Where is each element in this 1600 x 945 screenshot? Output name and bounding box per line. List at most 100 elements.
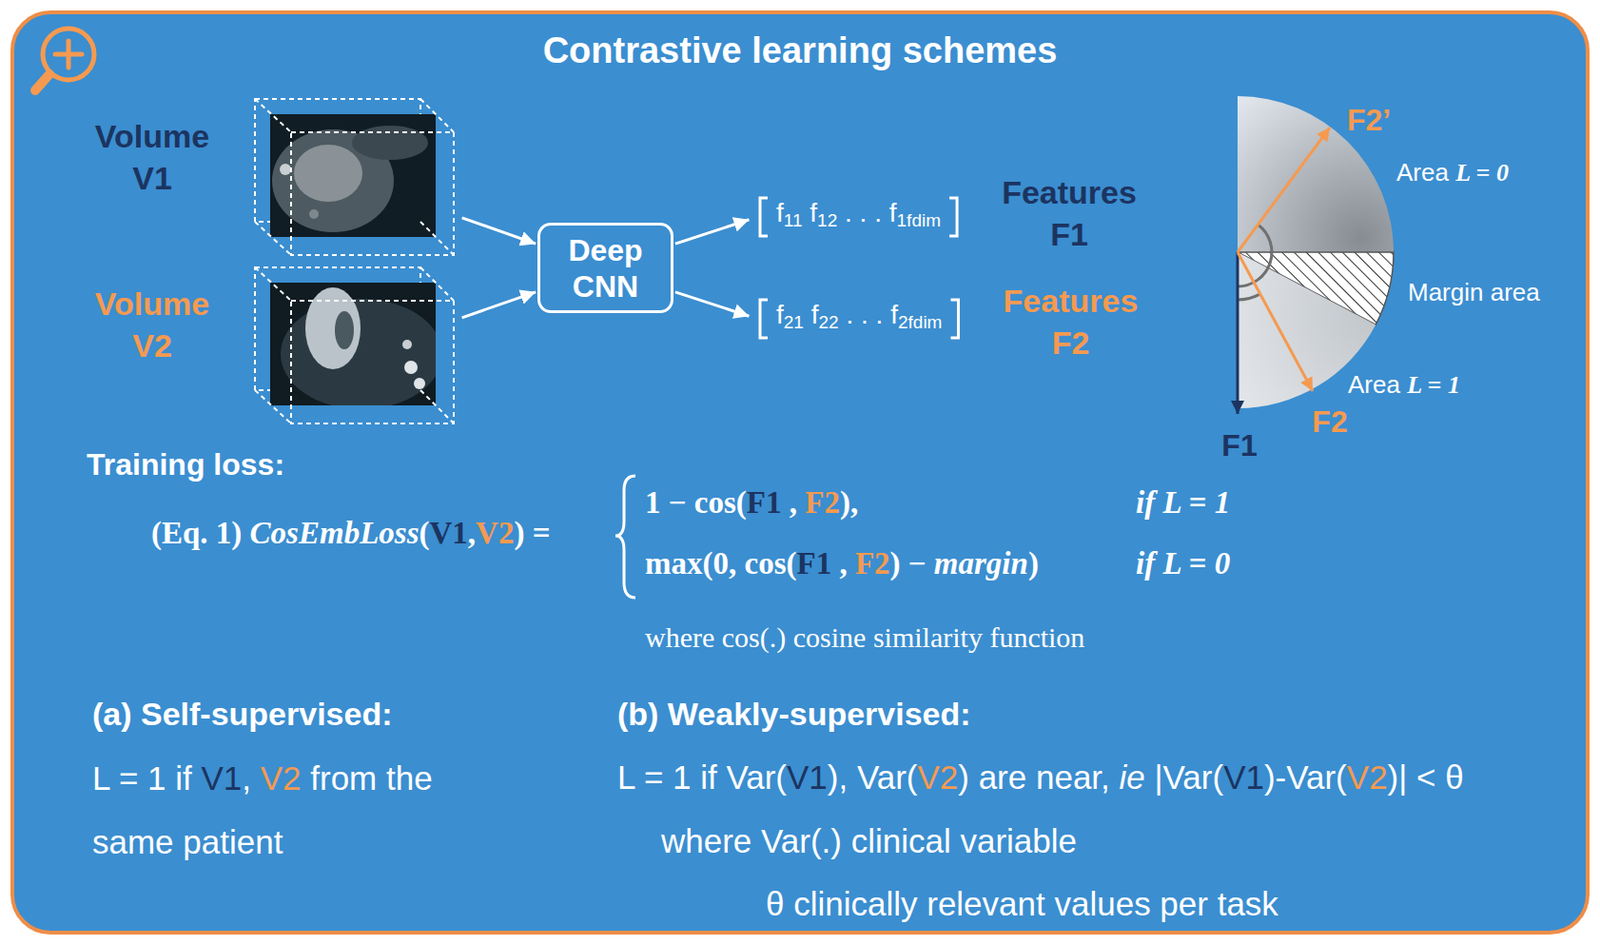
vector-arrow — [1236, 252, 1240, 414]
text-run: F1 — [1221, 428, 1257, 463]
text-run: f — [802, 197, 819, 228]
flow-arrow — [462, 217, 536, 244]
text-run: 11 — [783, 210, 803, 231]
text-run: L = 1 if Var( — [617, 758, 787, 796]
text-run: |Var( — [1145, 758, 1224, 796]
text-run: ie — [1119, 758, 1146, 796]
text-run: (b) Weakly-supervised: — [617, 695, 972, 732]
equation-text: (Eq. 1) CosEmbLoss(V1,V2) = — [151, 514, 550, 553]
area-label: Margin area — [1407, 277, 1541, 308]
text-run: ) are near, — [957, 758, 1119, 796]
text-run: (a) Self-supervised: — [92, 695, 393, 732]
section-heading: Training loss: — [86, 446, 285, 483]
text-run: , — [780, 485, 805, 520]
process-box: Deep CNN — [537, 222, 674, 313]
text-run: f — [776, 197, 784, 228]
equation-condition: if L = 1 — [1135, 484, 1230, 523]
diagram-title: Contrastive learning schemes — [0, 29, 1600, 74]
scheme-note: θ clinically relevant values per task — [765, 883, 1279, 924]
text-run: θ clinically relevant values per task — [765, 884, 1279, 922]
panel-border — [12, 12, 1588, 933]
vector-label: F2 — [1311, 403, 1347, 440]
text-run: F2 — [804, 485, 840, 520]
text-run: 1 − cos( — [644, 485, 747, 520]
section-heading: (a) Self-supervised: — [92, 694, 393, 734]
text-run: 12 — [817, 210, 838, 231]
equation-condition: if L = 0 — [1135, 545, 1230, 584]
text-run: 1fdim — [897, 210, 942, 231]
vector-arrow — [1237, 127, 1330, 253]
mri-volume — [254, 267, 454, 424]
text-run: V2 — [475, 515, 514, 550]
text-run: Area — [1347, 370, 1407, 399]
text-run: ), Var( — [827, 758, 918, 796]
text-run: )-Var( — [1264, 758, 1347, 796]
text-run: 21 — [783, 312, 804, 332]
process-label: Deep CNN — [547, 232, 664, 305]
text-run: V2 — [917, 758, 958, 796]
features-label: Features F2 — [994, 279, 1147, 364]
text-run: F2 — [855, 546, 891, 581]
text-run: F1 — [746, 485, 782, 520]
text-run: , — [468, 515, 476, 550]
text-run: (Eq. 1) — [151, 515, 251, 550]
flow-arrow — [462, 292, 536, 318]
text-run: L = 1 — [1406, 370, 1461, 399]
scheme-note: where Var(.) clinical variable — [661, 820, 1077, 861]
text-run: 22 — [819, 312, 840, 332]
vector-text: f11 f12 . . . f1fdim — [776, 196, 941, 237]
vector-arrow — [1237, 252, 1313, 391]
cosine-semicircle — [1237, 96, 1394, 414]
case-brace — [615, 475, 636, 598]
text-run: Volume V1 — [95, 117, 210, 196]
text-run: . . . f — [839, 299, 898, 330]
magnifier-icon — [35, 28, 95, 91]
area-label: Area L = 1 — [1347, 370, 1461, 400]
volume-node: Volume V2 — [256, 267, 457, 426]
text-run: ), — [839, 485, 859, 520]
text-run: )| < θ — [1387, 758, 1464, 796]
equation-note: where cos(.) cosine similarity function — [644, 620, 1085, 655]
text-run: Features F1 — [1001, 174, 1137, 253]
volume-label: Volume V2 — [76, 282, 229, 367]
text-run: Margin area — [1407, 277, 1541, 307]
bracket-line — [760, 299, 958, 338]
text-run: 2fdim — [897, 312, 943, 332]
mri-volume — [254, 98, 454, 255]
text-run: ) — [1028, 546, 1039, 581]
text-run: where Var(.) clinical variable — [661, 821, 1077, 859]
text-run: V1 — [429, 515, 468, 550]
text-run: L = 0 — [1455, 158, 1509, 187]
text-run: f — [803, 299, 820, 330]
text-run: CosEmbLoss — [250, 515, 420, 550]
text-run: F2’ — [1346, 102, 1391, 137]
text-run: , — [241, 759, 260, 797]
text-run: f — [776, 299, 784, 330]
text-run: , — [831, 546, 856, 581]
text-run: V1 — [1223, 758, 1265, 796]
vector-label: F2’ — [1346, 101, 1391, 138]
text-run: margin — [934, 546, 1029, 581]
flow-arrow — [675, 292, 750, 316]
feature-vector: f21 f22 . . . f2fdimFeatures F2 — [757, 297, 961, 340]
text-run: ( — [418, 515, 430, 550]
text-run: V2 — [1346, 758, 1388, 796]
equation-text: 1 − cos(F1 , F2), — [644, 484, 859, 523]
text-run: where cos(.) cosine similarity function — [644, 621, 1085, 653]
text-run: L = 1 if — [92, 759, 201, 797]
text-run: Features F2 — [1003, 282, 1139, 361]
text-run: ) − — [890, 546, 935, 581]
text-run: . . . f — [837, 197, 897, 228]
text-run: V2 — [260, 759, 302, 797]
text-run: if L = 1 — [1135, 485, 1230, 520]
text-run: Training loss: — [86, 447, 285, 482]
text-run: V1 — [786, 758, 828, 796]
text-run: max(0, cos( — [644, 546, 797, 581]
feature-vector: f11 f12 . . . f1fdimFeatures F1 — [757, 195, 960, 238]
text-run: V1 — [200, 759, 242, 797]
flow-arrow — [675, 219, 750, 244]
section-heading: (b) Weakly-supervised: — [617, 694, 972, 734]
bracket-line — [760, 197, 957, 236]
text-run: Volume V2 — [95, 285, 210, 364]
